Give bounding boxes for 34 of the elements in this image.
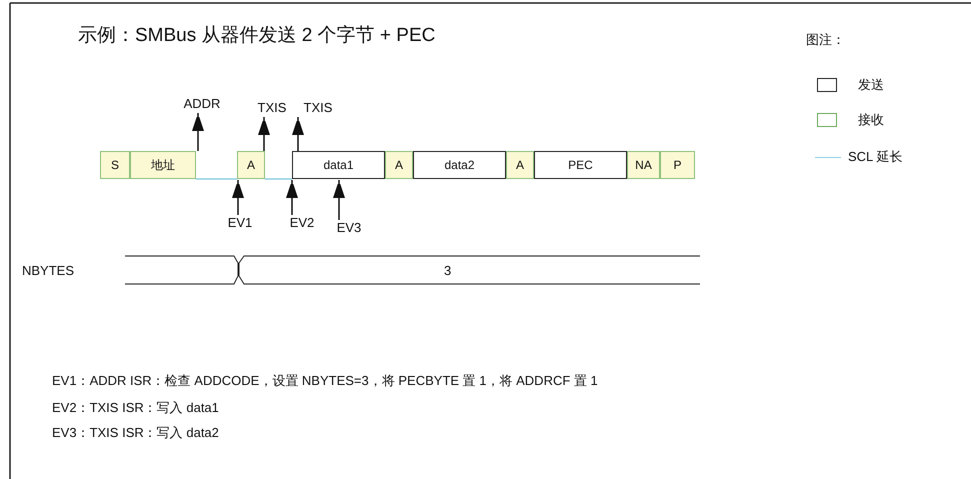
receive-field: A bbox=[385, 151, 413, 179]
event-label: TXIS bbox=[255, 100, 289, 116]
legend-text: SCL 延长 bbox=[848, 149, 902, 165]
bus-value: 3 bbox=[444, 263, 452, 279]
legend-text: 发送 bbox=[858, 77, 884, 93]
scl-stretch-line bbox=[265, 178, 292, 180]
send-field: PEC bbox=[534, 151, 627, 179]
legend-heading: 图注： bbox=[806, 32, 845, 48]
receive-field: NA bbox=[627, 151, 660, 179]
event-label: EV3 bbox=[335, 220, 363, 236]
note-text: EV3：TXIS ISR：写入 data2 bbox=[52, 425, 219, 441]
receive-field: S bbox=[100, 151, 130, 179]
receive-field: A bbox=[506, 151, 534, 179]
event-arrow bbox=[192, 113, 204, 151]
receive-field: 地址 bbox=[130, 151, 196, 179]
event-arrow bbox=[286, 180, 298, 215]
event-arrow bbox=[258, 117, 270, 151]
note-text: EV1：ADDR ISR：检查 ADDCODE，设置 NBYTES=3，将 PECBYTE 置 1，将 ADDRCF 置 1 bbox=[52, 373, 598, 389]
event-label: EV2 bbox=[288, 215, 316, 231]
event-label: EV1 bbox=[226, 215, 254, 231]
event-arrow bbox=[292, 117, 304, 151]
diagram-title: 示例：SMBus 从器件发送 2 个字节 + PEC bbox=[78, 24, 436, 48]
legend-text: 接收 bbox=[858, 112, 884, 128]
send-field: data2 bbox=[413, 151, 506, 179]
note-text: EV2：TXIS ISR：写入 data1 bbox=[52, 400, 219, 416]
receive-field: A bbox=[237, 151, 265, 179]
event-label: ADDR bbox=[180, 96, 224, 112]
signal-name: NBYTES bbox=[22, 263, 74, 279]
event-label: TXIS bbox=[301, 100, 335, 116]
receive-field: P bbox=[660, 151, 695, 179]
event-arrow bbox=[333, 180, 345, 220]
event-arrow bbox=[232, 180, 244, 215]
scl-stretch-line bbox=[196, 178, 237, 180]
send-field: data1 bbox=[292, 151, 385, 179]
